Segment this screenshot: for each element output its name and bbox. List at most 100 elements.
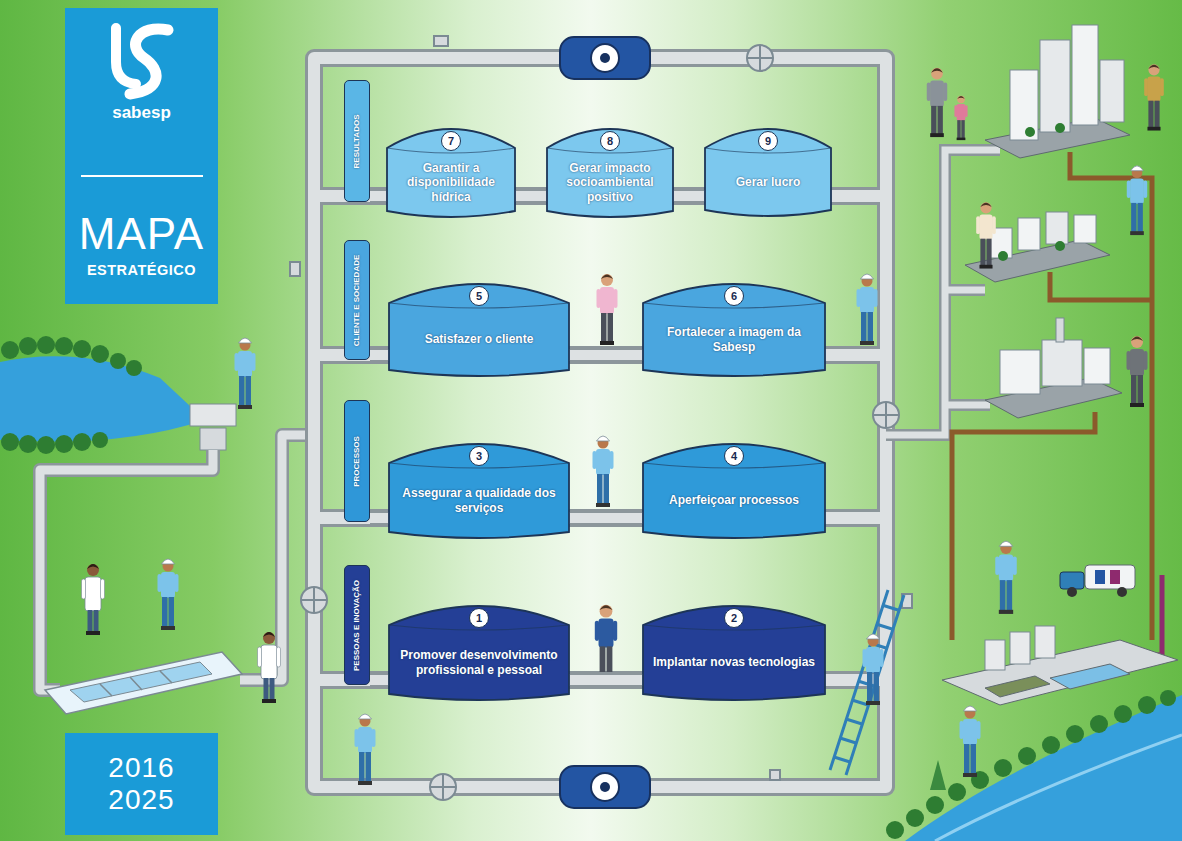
pipe-outline [570,672,642,688]
industry [1056,318,1064,342]
water-meter [600,782,610,792]
objective-text: Assegurar a qualidade dos serviços [397,486,561,514]
perspective-filter: PESSOAS E INOVAÇÃO [344,565,370,685]
perspective-label: PROCESSOS [353,406,362,516]
trees [906,809,924,827]
valve [290,36,912,800]
objective-text: Fortalecer a imagem da Sabesp [651,325,817,353]
valve [302,588,326,612]
people [595,605,617,681]
people [976,202,996,268]
industry [985,318,1122,418]
right-pipes [886,150,1000,435]
truck [1110,570,1120,584]
pipe-connector [370,680,388,681]
lake [37,336,55,354]
tank-body [643,606,825,700]
people [960,706,981,777]
water-treatment-plant [45,652,242,714]
people [1144,64,1164,130]
text-area: Satisfazer o cliente [388,306,570,378]
left-pipes [240,435,314,680]
houses [1046,212,1068,244]
callout-number: 7 [441,131,461,151]
water-treatment-plant [70,662,212,702]
people [995,541,1017,614]
trees [1066,725,1084,743]
period-panel: 20162025 [65,733,218,835]
sewage-plant [1050,664,1130,689]
houses [1055,241,1065,251]
logo-stroke [130,29,168,94]
main-pipes [314,58,886,787]
callout-number: 9 [758,131,778,151]
pipe-connector [674,196,704,197]
pipe-outline [570,510,642,526]
objective-text: Promover desenvolvimento profissional e … [397,648,561,676]
truck [1067,587,1077,597]
brand-name: sabesp [112,103,171,123]
pipe-inner [674,191,704,201]
people [954,96,967,140]
sewage-plant [985,676,1050,697]
callout-number: 4 [724,446,744,466]
pipe-connector [370,196,386,197]
trees [1090,715,1108,733]
pipe-connector [570,518,642,519]
pipe-connector [370,355,388,356]
people [258,632,281,703]
tank-body [643,444,825,538]
industry [1042,340,1082,386]
pipe-inner [370,513,388,523]
pipe-outline [370,347,388,363]
water-treatment-plant [45,652,242,714]
right-pipes [1150,575,1162,655]
tank-body [389,444,569,538]
truck [1060,565,1135,597]
city-buildings [1072,25,1098,125]
title-panel: sabespMAPAESTRATÉGICO [65,8,218,304]
text-area: Gerar lucro [704,151,832,218]
tank-body [643,284,825,376]
lake [200,428,226,450]
pipe-connector [570,355,642,356]
city-buildings [1055,123,1065,133]
left-pipes [40,450,213,690]
objective-tank: 5Satisfazer o cliente [388,283,570,378]
perspective-label: PESSOAS E INOVAÇÃO [353,571,362,679]
lake [19,337,37,355]
city-buildings [1100,60,1124,122]
people [927,68,947,137]
houses [1018,218,1040,250]
water-treatment-plant [100,671,172,696]
industry [1000,350,1040,394]
callout-number: 6 [724,286,744,306]
pipe-inner [570,675,642,685]
tank-body [389,284,569,376]
text-area: Aperfeiçoar processos [642,466,826,540]
period-year: 2016 [108,752,174,784]
trees [1160,690,1176,706]
valve [434,36,448,46]
map-title: ESTRATÉGICO [87,262,196,279]
left-pipes [40,450,213,690]
trees [1114,705,1132,723]
lake [126,360,142,376]
trees [994,759,1012,777]
callout-number: 3 [469,446,489,466]
text-area: Promover desenvolvimento profissional e … [388,628,570,702]
city-buildings [1025,127,1035,137]
objective-tank: 9Gerar lucro [704,128,832,218]
valve [431,775,455,799]
lake [1,433,19,451]
valve [747,45,773,71]
sewage-plant [942,626,1178,705]
objective-tank: 7Garantir a disponibilidade hídrica [386,128,516,219]
houses [998,251,1008,261]
callout-number: 2 [724,608,744,628]
perspective-label: CLIENTE E SOCIEDADE [353,246,362,354]
valve [748,46,772,70]
pipe-connector [516,196,546,197]
right-pipes [952,152,1152,640]
